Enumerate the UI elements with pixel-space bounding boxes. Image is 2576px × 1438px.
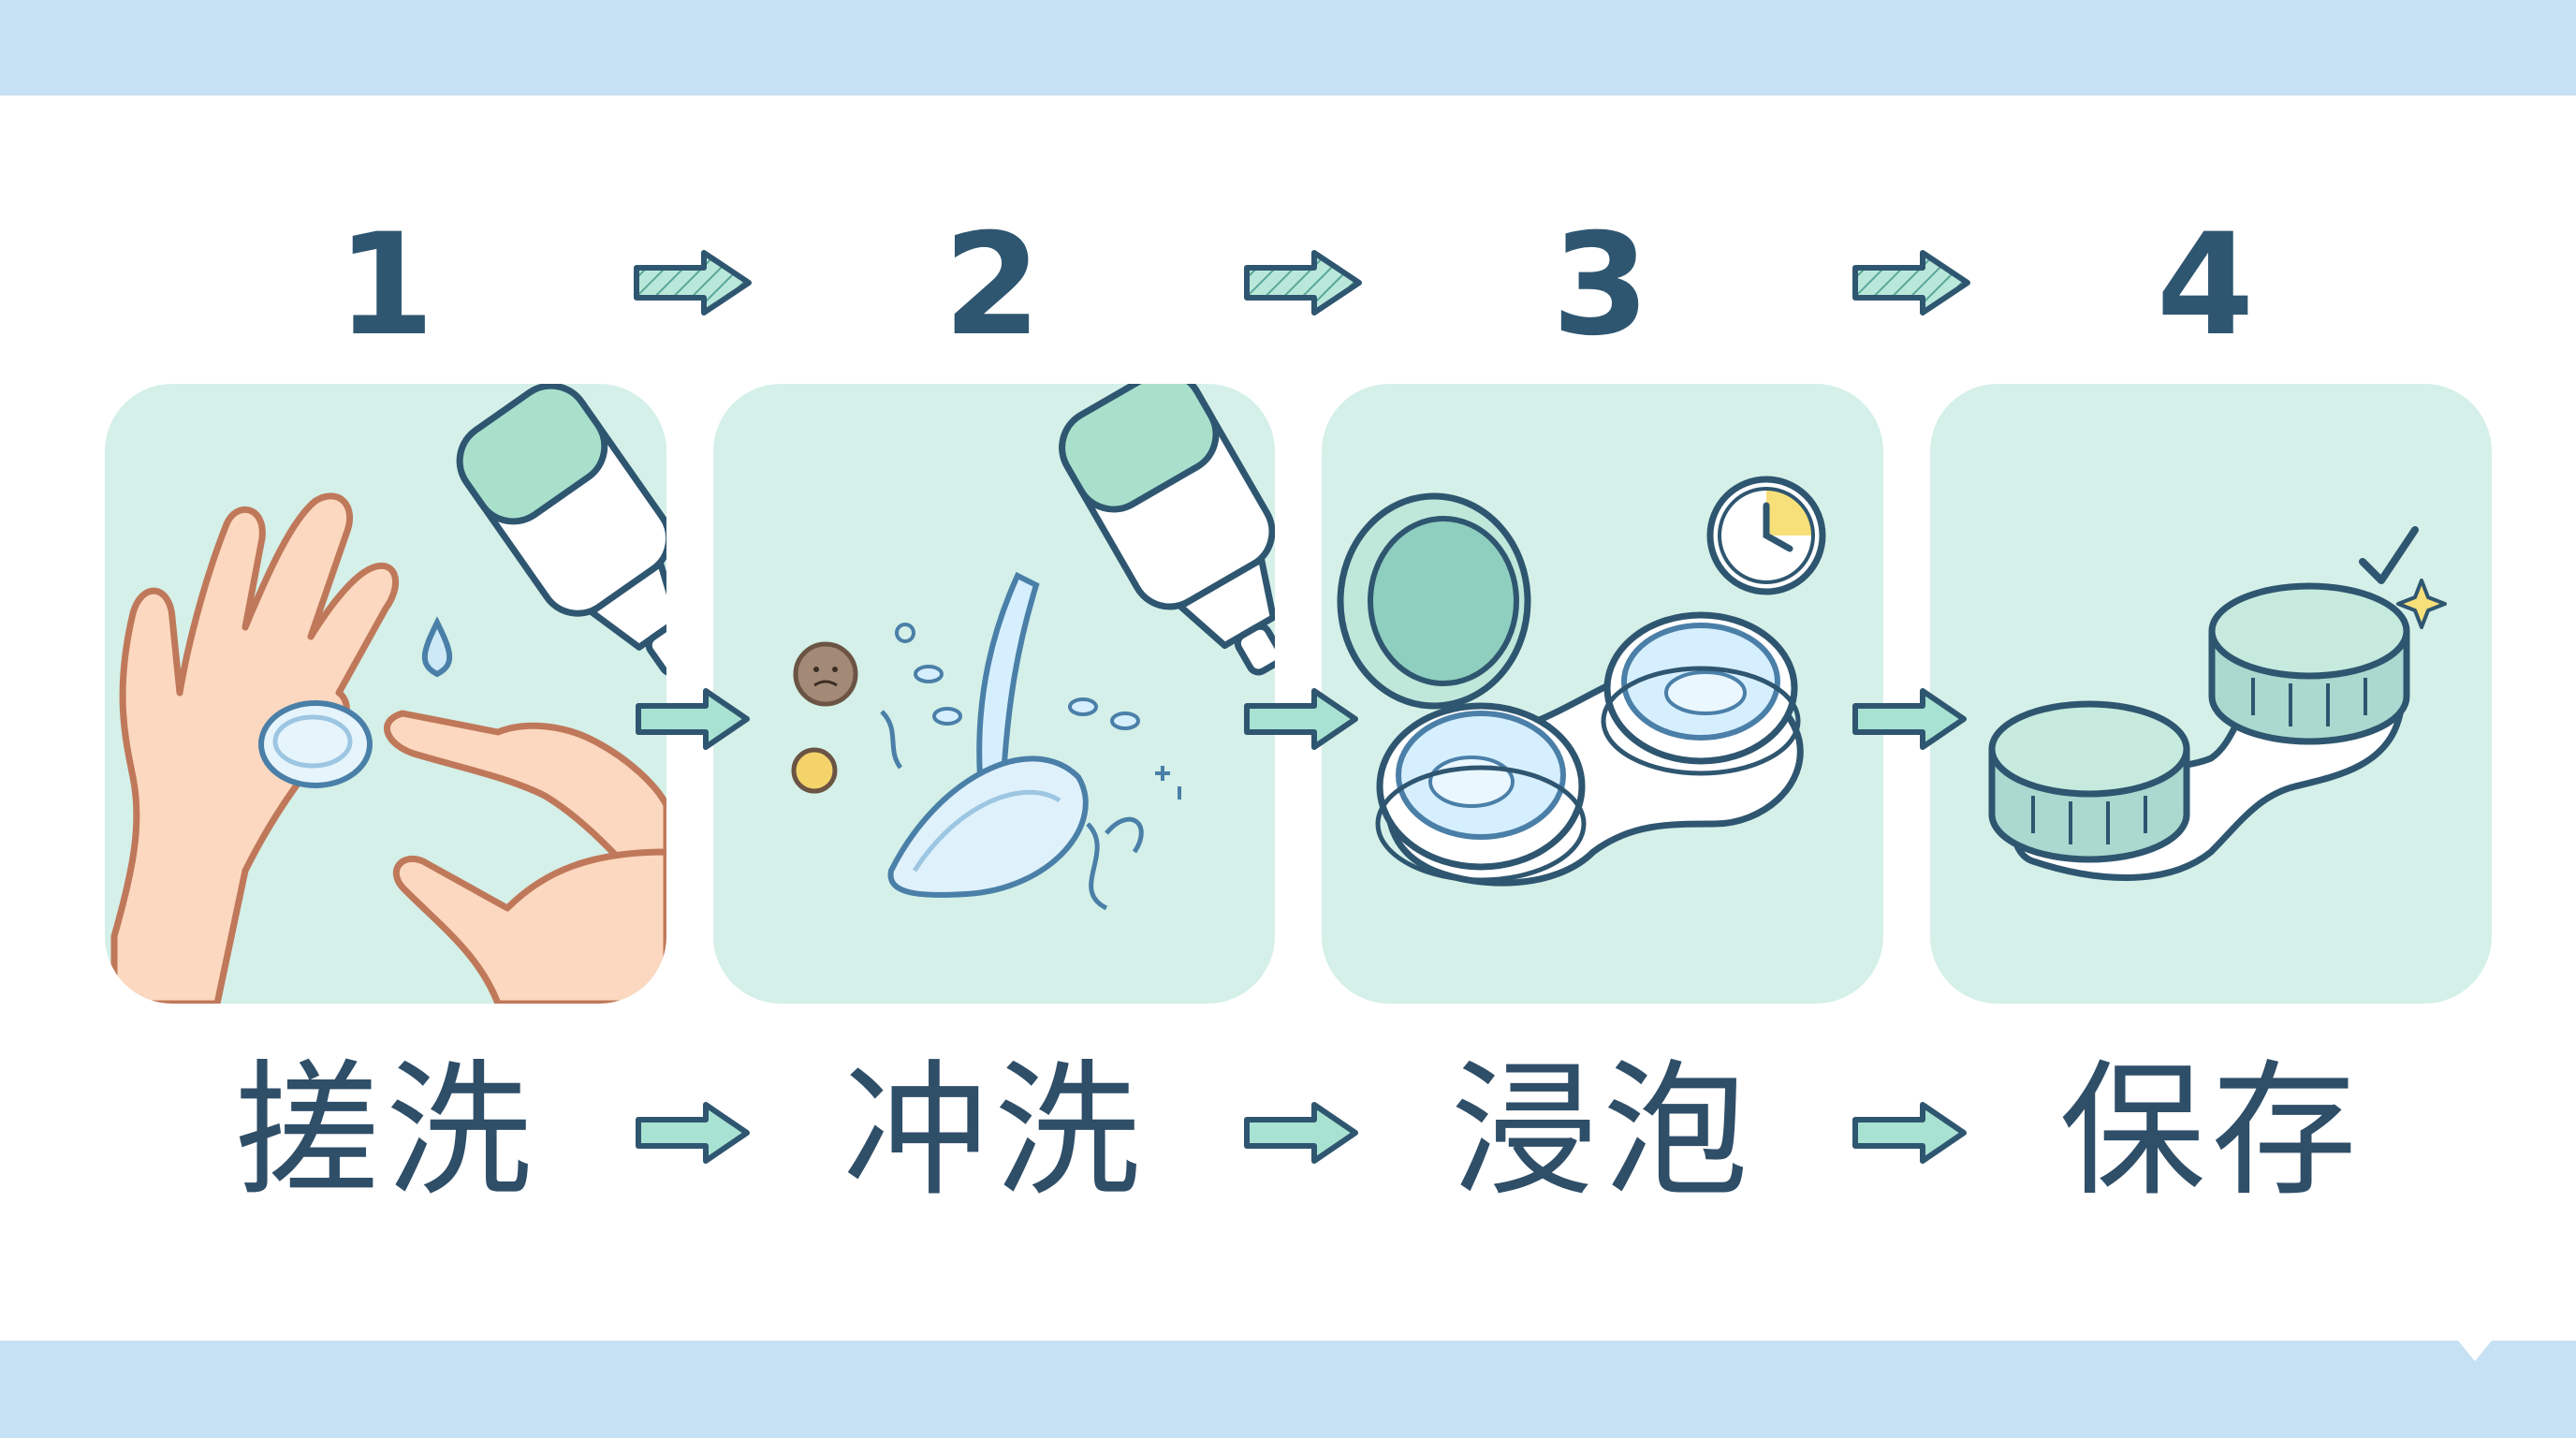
arrow-right-icon — [1852, 1102, 1967, 1164]
step-label-1: 搓洗 — [234, 1046, 537, 1216]
hatched-arrow-icon — [1244, 250, 1362, 315]
step-label-3: 浸泡 — [1451, 1046, 1754, 1216]
lens-case-soaking-icon — [1337, 476, 1826, 887]
arrow-right-icon — [1244, 688, 1358, 750]
corner-notch — [2458, 1341, 2492, 1361]
step-4-panel — [1930, 384, 2492, 1004]
step-number-4: 4 — [2156, 204, 2255, 367]
arrow-right-icon — [636, 688, 750, 750]
top-band — [0, 0, 2576, 95]
step-2-panel — [713, 384, 1275, 1004]
hatched-arrow-icon — [1852, 250, 1970, 315]
arrow-right-icon — [636, 1102, 750, 1164]
step-3-panel — [1322, 384, 1883, 1004]
step-number-1: 1 — [336, 204, 435, 367]
hatched-arrow-icon — [634, 250, 752, 315]
step-number-2: 2 — [943, 204, 1042, 367]
hand-rubbing-lens-icon — [110, 384, 666, 1004]
arrow-right-icon — [1852, 688, 1967, 750]
step-1-panel — [105, 384, 666, 1004]
bottom-band — [0, 1341, 2576, 1438]
closed-lens-case-icon — [1988, 526, 2447, 881]
step-label-2: 冲洗 — [842, 1046, 1146, 1216]
step-label-4: 保存 — [2059, 1046, 2363, 1216]
solution-rinsing-lens-icon — [791, 384, 1275, 911]
arrow-right-icon — [1244, 1102, 1358, 1164]
step-number-3: 3 — [1551, 204, 1650, 367]
